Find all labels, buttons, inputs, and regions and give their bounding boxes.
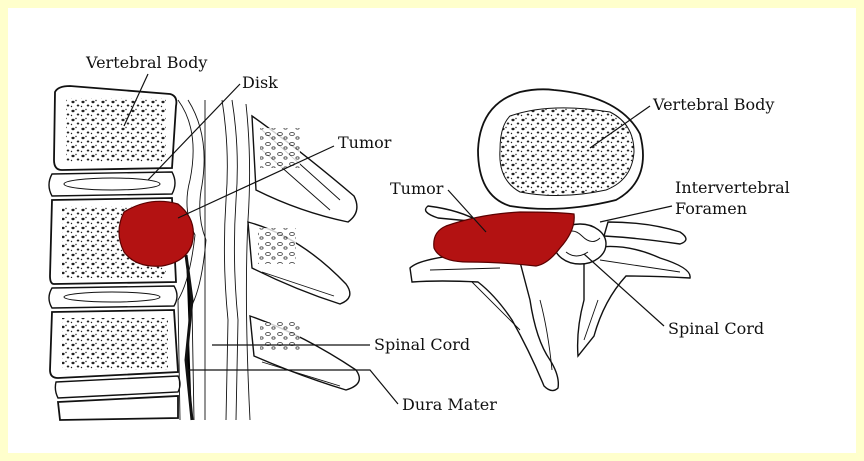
disk-bottom [55,376,180,398]
label-disk: Disk [242,73,278,92]
label-foramen: Foramen [675,199,747,218]
label-tumor-right: Tumor [390,179,444,198]
label-intervertebral: Intervertebral [675,178,790,197]
label-vertebral-body-right: Vertebral Body [652,95,774,114]
disk-upper [49,172,175,196]
vertebral-body-bottom [58,396,178,420]
label-spinal-cord-right: Spinal Cord [668,319,764,338]
label-tumor-left: Tumor [338,133,392,152]
axial-left-lamina [410,254,558,391]
label-vertebral-body-left: Vertebral Body [85,53,207,72]
vertebral-body-upper-texture [66,98,166,162]
vertebral-body-lower-texture [62,318,168,370]
label-spinal-cord-left: Spinal Cord [374,335,470,354]
label-dura-mater: Dura Mater [402,395,497,414]
disk-lower [49,286,177,308]
tumor-sagittal [119,201,193,266]
